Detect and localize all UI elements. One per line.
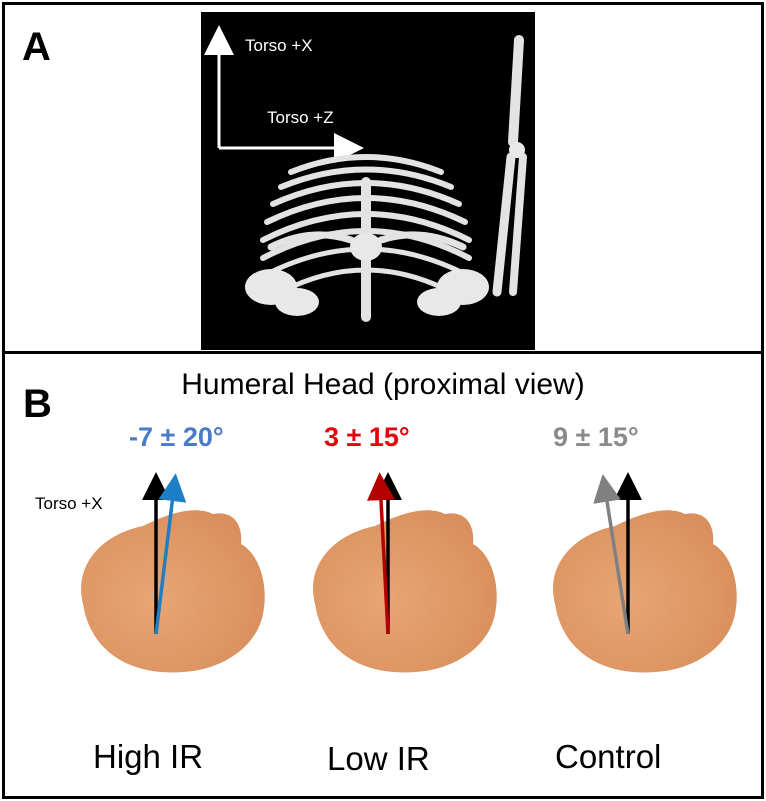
panel-a: A Torso +X Torso +Z [2,2,764,354]
panel-a-letter: A [22,25,51,69]
low-ir-label: Low IR [327,740,430,777]
skeleton-illustration [245,35,527,322]
low-ir-head-shape [313,510,497,673]
control-angle: 9 ± 15° [553,422,639,452]
high-ir-humeral-head [81,472,265,673]
control-label: Control [555,738,662,775]
torso-z-label: Torso +Z [267,108,334,127]
panel-b: B Humeral Head (proximal view) Torso +X … [2,351,764,799]
torso-axes [204,25,364,163]
low-ir-humeral-head [313,472,497,673]
high-ir-head-shape [81,510,265,673]
high-ir-angle: -7 ± 20° [129,422,224,452]
control-orientation-arrow [593,473,630,635]
control-head-shape [553,510,737,673]
panel-b-title: Humeral Head (proximal view) [181,368,585,401]
torso-x-label: Torso +X [245,36,313,55]
high-ir-label: High IR [93,738,204,775]
skeleton-render-view: Torso +X Torso +Z [201,12,535,350]
panel-b-letter: B [23,382,52,426]
reference-axis-label: Torso +X [35,494,103,513]
low-ir-orientation-arrow [367,472,395,635]
low-ir-angle: 3 ± 15° [324,422,410,452]
control-humeral-head [553,472,737,673]
high-ir-orientation-arrow [154,473,187,635]
